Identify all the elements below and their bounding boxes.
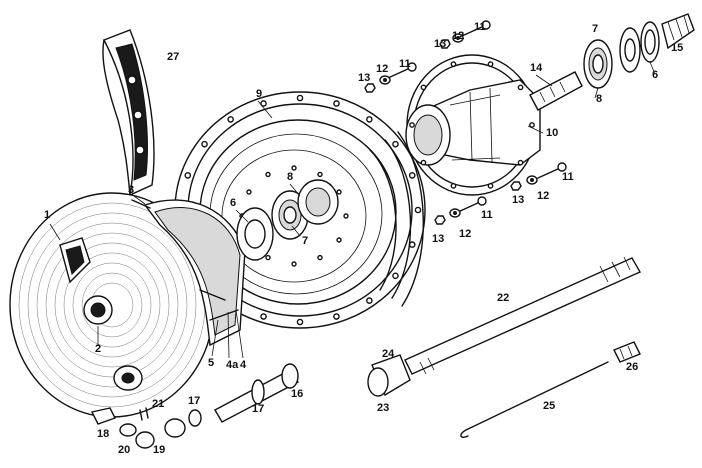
brake-shoes bbox=[131, 199, 246, 347]
part-number-p12a: 12 bbox=[452, 30, 464, 42]
part-number-p25: 25 bbox=[543, 400, 555, 412]
rod-25 bbox=[460, 361, 609, 439]
part-number-p12c: 12 bbox=[537, 190, 549, 202]
part-number-p26: 26 bbox=[626, 361, 638, 373]
part-number-p15: 15 bbox=[671, 42, 683, 54]
part-number-p16: 16 bbox=[291, 388, 303, 400]
end-cap-15 bbox=[661, 13, 695, 50]
small-parts-17-21 bbox=[90, 407, 202, 449]
part-number-p24: 24 bbox=[382, 348, 395, 360]
part-number-p11d: 11 bbox=[481, 209, 493, 221]
part-number-p11b: 11 bbox=[399, 58, 411, 70]
part-number-p13d: 13 bbox=[432, 233, 444, 245]
part-number-p17b: 17 bbox=[188, 395, 200, 407]
part-number-p1: 1 bbox=[44, 209, 50, 221]
part-number-p21: 21 bbox=[152, 398, 164, 410]
part-number-p7a: 7 bbox=[302, 235, 308, 247]
spindle-14 bbox=[529, 71, 583, 111]
part-callouts: 12344a5667788910111111111212121213131313… bbox=[44, 21, 683, 456]
axle-nut-23 bbox=[367, 354, 411, 397]
axle-22 bbox=[404, 256, 641, 375]
part-number-p6a: 6 bbox=[230, 197, 236, 209]
leader-lines bbox=[49, 61, 656, 359]
part-number-p7b: 7 bbox=[592, 23, 598, 35]
race-7-right bbox=[619, 27, 641, 73]
cam-16 bbox=[214, 363, 300, 423]
part-number-p18: 18 bbox=[97, 428, 109, 440]
part-number-p12b: 12 bbox=[376, 63, 388, 75]
brake-lining-27 bbox=[102, 29, 155, 197]
part-number-p23: 23 bbox=[377, 402, 389, 414]
part-number-p27: 27 bbox=[167, 51, 179, 63]
part-number-p12d: 12 bbox=[459, 228, 471, 240]
part-number-p13c: 13 bbox=[512, 194, 524, 206]
bearing-8-right bbox=[583, 39, 613, 89]
part-number-p13a: 13 bbox=[434, 38, 446, 50]
part-number-p14: 14 bbox=[530, 62, 543, 74]
part-number-p5: 5 bbox=[208, 357, 214, 369]
part-number-p13b: 13 bbox=[358, 72, 370, 84]
part-number-p8b: 8 bbox=[596, 93, 602, 105]
part-number-p20: 20 bbox=[118, 444, 130, 456]
part-number-p17a: 17 bbox=[252, 403, 264, 415]
part-number-p4a: 4a bbox=[226, 359, 239, 371]
part-number-p11c: 11 bbox=[562, 171, 574, 183]
part-number-p3: 3 bbox=[128, 184, 134, 196]
part-number-p22: 22 bbox=[497, 292, 509, 304]
part-number-p9: 9 bbox=[256, 88, 262, 100]
part-number-p10: 10 bbox=[546, 127, 558, 139]
ring-6-right bbox=[640, 21, 660, 63]
bolt-sets bbox=[364, 20, 567, 225]
part-number-p6b: 6 bbox=[652, 69, 658, 81]
hub-shell-10 bbox=[405, 54, 541, 196]
part-number-p8a: 8 bbox=[287, 171, 293, 183]
bearing-set-left bbox=[236, 179, 339, 261]
part-number-p2: 2 bbox=[95, 343, 101, 355]
nipple-26 bbox=[613, 341, 641, 363]
part-number-p11a: 11 bbox=[474, 21, 486, 33]
part-number-p19: 19 bbox=[153, 444, 165, 456]
part-number-p4: 4 bbox=[240, 359, 247, 371]
